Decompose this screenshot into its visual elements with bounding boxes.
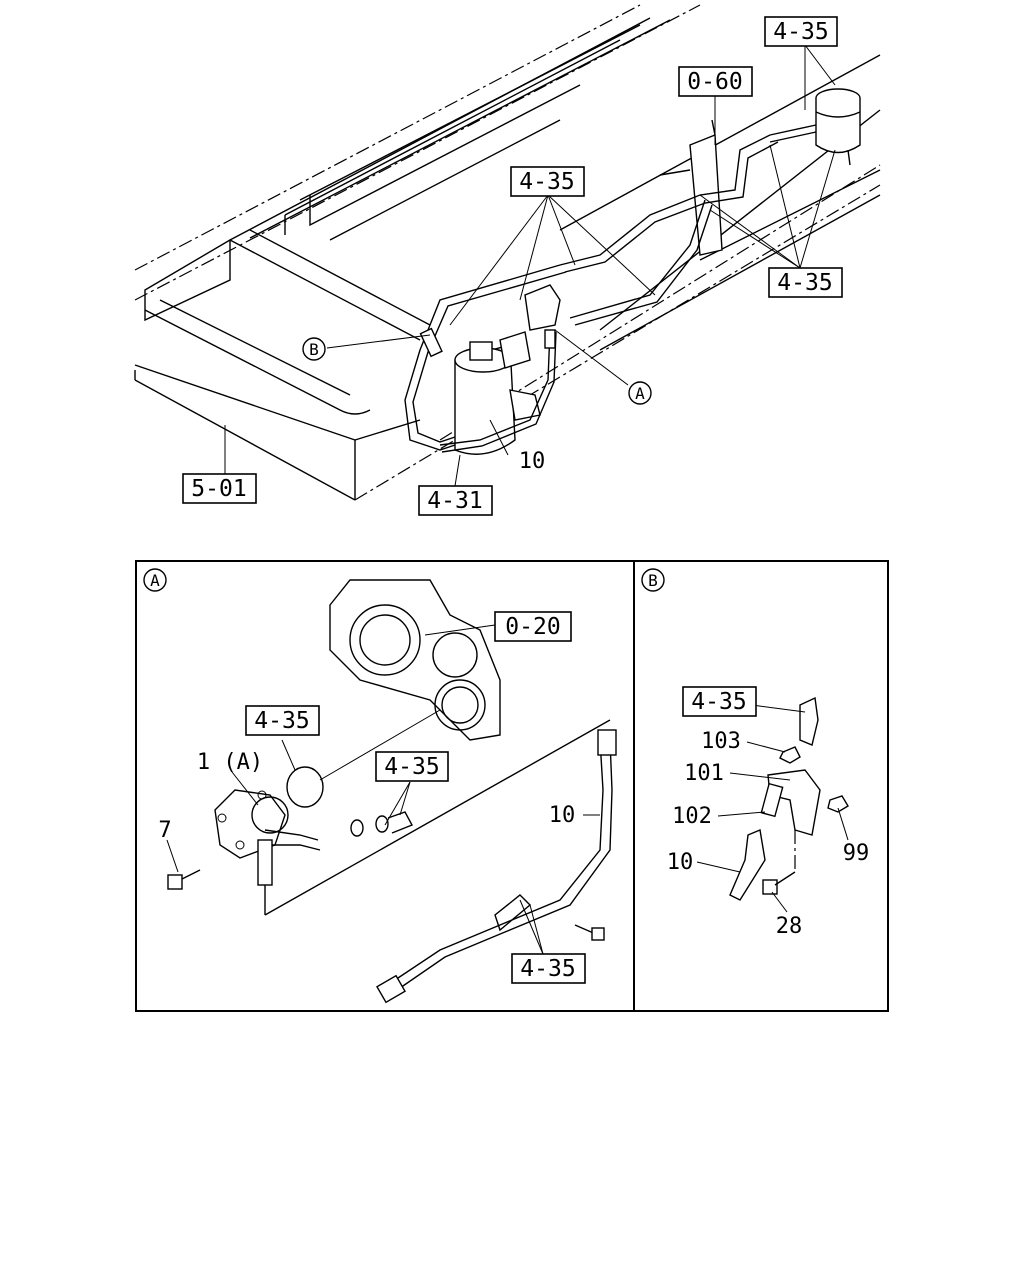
marker-b-main: B bbox=[302, 337, 326, 361]
pump-and-filter bbox=[419, 284, 561, 455]
callout-box-4-35-panel-a-oring: 4-35 bbox=[245, 705, 320, 736]
panel-b-label: B bbox=[641, 568, 665, 592]
callout-text: 4-35 bbox=[520, 956, 575, 982]
leader-lines bbox=[166, 44, 849, 955]
callout-box-4-35-panel-b: 4-35 bbox=[682, 686, 757, 717]
part-number-102: 102 bbox=[672, 804, 712, 829]
callout-text: 0-60 bbox=[687, 69, 742, 95]
panel-b-drawing bbox=[729, 696, 849, 901]
callout-text: 4-35 bbox=[254, 708, 309, 734]
bracket-0-60 bbox=[659, 119, 723, 256]
part-number-1a: 1 (A) bbox=[197, 750, 263, 775]
callout-box-4-31: 4-31 bbox=[418, 485, 493, 516]
part-number-28: 28 bbox=[776, 914, 803, 939]
callout-box-0-60: 0-60 bbox=[678, 66, 753, 97]
part-number-10: 10 bbox=[519, 449, 546, 474]
callout-text: 4-35 bbox=[773, 19, 828, 45]
callout-box-4-35-top-right: 4-35 bbox=[764, 16, 838, 47]
marker-text: B bbox=[309, 340, 319, 359]
reservoir-tank bbox=[769, 88, 861, 166]
callout-text: 0-20 bbox=[505, 614, 560, 640]
part-number-10-panel-a: 10 bbox=[549, 803, 576, 828]
callout-box-4-35-top-mid: 4-35 bbox=[510, 166, 585, 197]
callout-text: 4-35 bbox=[777, 270, 832, 296]
callout-box-4-35-panel-a-bottom: 4-35 bbox=[511, 953, 586, 984]
detail-panels bbox=[135, 560, 889, 1012]
callout-box-4-35-right: 4-35 bbox=[768, 267, 843, 298]
part-number-101: 101 bbox=[684, 761, 724, 786]
callout-text: 4-35 bbox=[519, 169, 574, 195]
callout-box-4-35-panel-a-clip: 4-35 bbox=[375, 751, 449, 782]
callout-text: 4-31 bbox=[427, 488, 482, 514]
marker-text: A bbox=[635, 384, 645, 403]
callout-box-0-20: 0-20 bbox=[494, 611, 572, 642]
marker-text: A bbox=[150, 571, 160, 590]
panel-a-label: A bbox=[143, 568, 167, 592]
callout-text: 4-35 bbox=[691, 689, 746, 715]
part-number-103: 103 bbox=[701, 729, 741, 754]
marker-text: B bbox=[648, 571, 658, 590]
part-number-99: 99 bbox=[843, 841, 870, 866]
part-number-7: 7 bbox=[158, 818, 171, 843]
callout-text: 4-35 bbox=[384, 754, 439, 780]
callout-text: 5-01 bbox=[191, 476, 246, 502]
marker-a-main: A bbox=[628, 381, 652, 405]
panel-a-drawing bbox=[167, 579, 617, 1004]
callout-box-5-01: 5-01 bbox=[182, 473, 257, 504]
part-number-10-panel-b: 10 bbox=[667, 850, 694, 875]
